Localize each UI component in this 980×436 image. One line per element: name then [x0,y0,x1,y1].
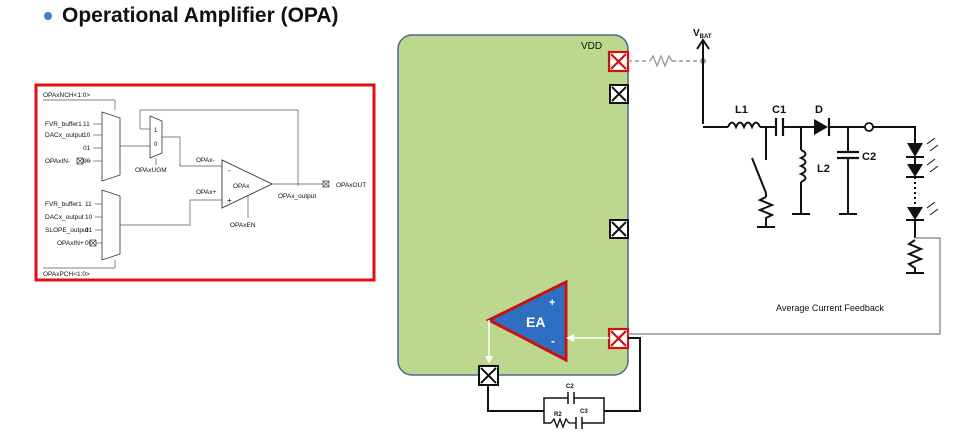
comp-c2-right [574,397,605,411]
neg-input-code: 11 [83,121,90,128]
led-light-icon [926,201,939,216]
comp-c2-left [543,397,568,411]
neg-inputs: FVR_buffer1 DACx_output OPAxIN- 11 10 01… [45,121,91,165]
led-sense-resistor [906,239,924,272]
ea-out-pin-cross [480,367,497,384]
mcu-chip: VDD EA + - [397,34,630,386]
c1-label: C1 [772,104,786,116]
opax-plus-sign: + [227,196,232,205]
pos-input-label: DACx_output [45,214,84,221]
opa-out-pin-label: OPAxOUT [336,182,366,189]
comp-r2-resistor [550,417,576,429]
pos-input-label: FVR_buffer1 [45,201,82,208]
l2-inductor [798,149,807,183]
pos-input-code: 01 [85,227,93,234]
neg-input-code: 00 [83,158,91,165]
feedback-path [628,237,941,335]
pos-input-label: SLOPE_output [45,227,89,234]
chip-vdd-label: VDD [581,41,602,52]
vdd-resistor [649,54,673,68]
comp-c3-label: C3 [580,409,588,415]
c2-label: C2 [862,151,876,163]
l1-label: L1 [735,104,748,116]
pos-input-code: 10 [85,214,93,221]
led-icon [907,143,923,157]
opax-minus-label: OPAx- [196,157,215,164]
pos-mux [101,189,121,261]
slide-title-text: Operational Amplifier (OPA) [62,4,339,27]
ugm-zero: 0 [154,142,158,148]
comp-left-wire [487,385,544,412]
opa-in-plus-pin-cross [89,239,97,247]
opax-plus-label: OPAx+ [196,189,216,196]
opax-minus-sign: - [228,166,231,175]
feedback-pin-cross [610,330,627,347]
ugm-label: OPAxUGM [135,167,167,174]
neg-input-label: DACx_output [45,132,84,139]
ea-minus-sign: - [551,334,555,348]
sense-resistor [757,196,775,226]
opa-block-frame [34,83,376,282]
ea-label: EA [526,314,545,330]
output-node-icon [864,122,874,132]
feedback-label: Average Current Feedback [776,303,884,313]
led-light-icon [926,137,939,152]
posmux-to-opamp-wire [120,199,222,226]
bullet-icon [44,12,52,20]
vbat-arrow-icon [696,38,710,50]
neg-input-code: 10 [83,132,91,139]
vbat-label: VBAT [693,28,712,40]
ea-plus-sign: + [549,297,555,309]
opax-name: OPAx [233,183,250,190]
diode-icon [814,119,828,135]
opa-in-minus-pin-cross [76,157,84,165]
diode-label: D [815,104,823,116]
ugm-mux [149,115,163,159]
neg-input-code: 01 [83,145,91,152]
opa-block-diagram: OPAxNCH<1:0> FVR_buffer1 DACx_output OPA… [34,83,376,282]
pos-input-code: 00 [85,240,93,247]
ugm-one: 1 [154,128,158,134]
boost-circuit: VBAT L1 C1 L2 D [628,28,941,335]
comp-r2-label: R2 [554,412,562,418]
pos-inputs: FVR_buffer1 DACx_output SLOPE_output OPA… [45,201,93,247]
ea-output-arrow-icon [485,356,493,364]
output-to-led-wire [873,126,916,143]
vdd-pin-cross [610,53,627,70]
comp-c2-label: C2 [566,384,574,390]
switch-blade [751,157,767,194]
neg-input-label: OPAxIN- [45,158,70,165]
pos-input-label: OPAxIN+ [57,240,84,247]
opax-enable-label: OPAxEN [230,222,256,229]
ea-minus-arrow-icon [566,334,574,342]
neg-mux [101,111,121,182]
opax-amplifier [221,159,274,209]
led-icon [907,164,923,177]
comp-r2-left [543,411,551,424]
ugm-to-opamp-wire [162,136,222,167]
comp-c3-right [582,411,605,424]
opa-out-pin-cross [322,180,330,188]
chip-pin-cross [611,221,627,237]
neg-input-label: FVR_buffer1 [45,121,82,128]
pch-label: OPAxPCH<1:0> [43,271,90,278]
led-light-icon [926,158,939,173]
nch-label: OPAxNCH<1:0> [43,92,90,99]
comp-right-wire [604,337,641,412]
l1-inductor [727,121,761,130]
l2-label: L2 [817,163,830,175]
pos-input-code: 11 [85,201,92,208]
output-feedback-wire [139,109,299,186]
compensation-network: C2 R2 C3 [487,337,641,429]
error-amplifier [485,279,568,363]
led-icon [907,207,923,220]
chip-pin-cross [611,86,627,102]
opax-output-label: OPAx_output [278,193,316,200]
chip-body [397,34,629,376]
slide-title: Operational Amplifier (OPA) [44,4,339,28]
